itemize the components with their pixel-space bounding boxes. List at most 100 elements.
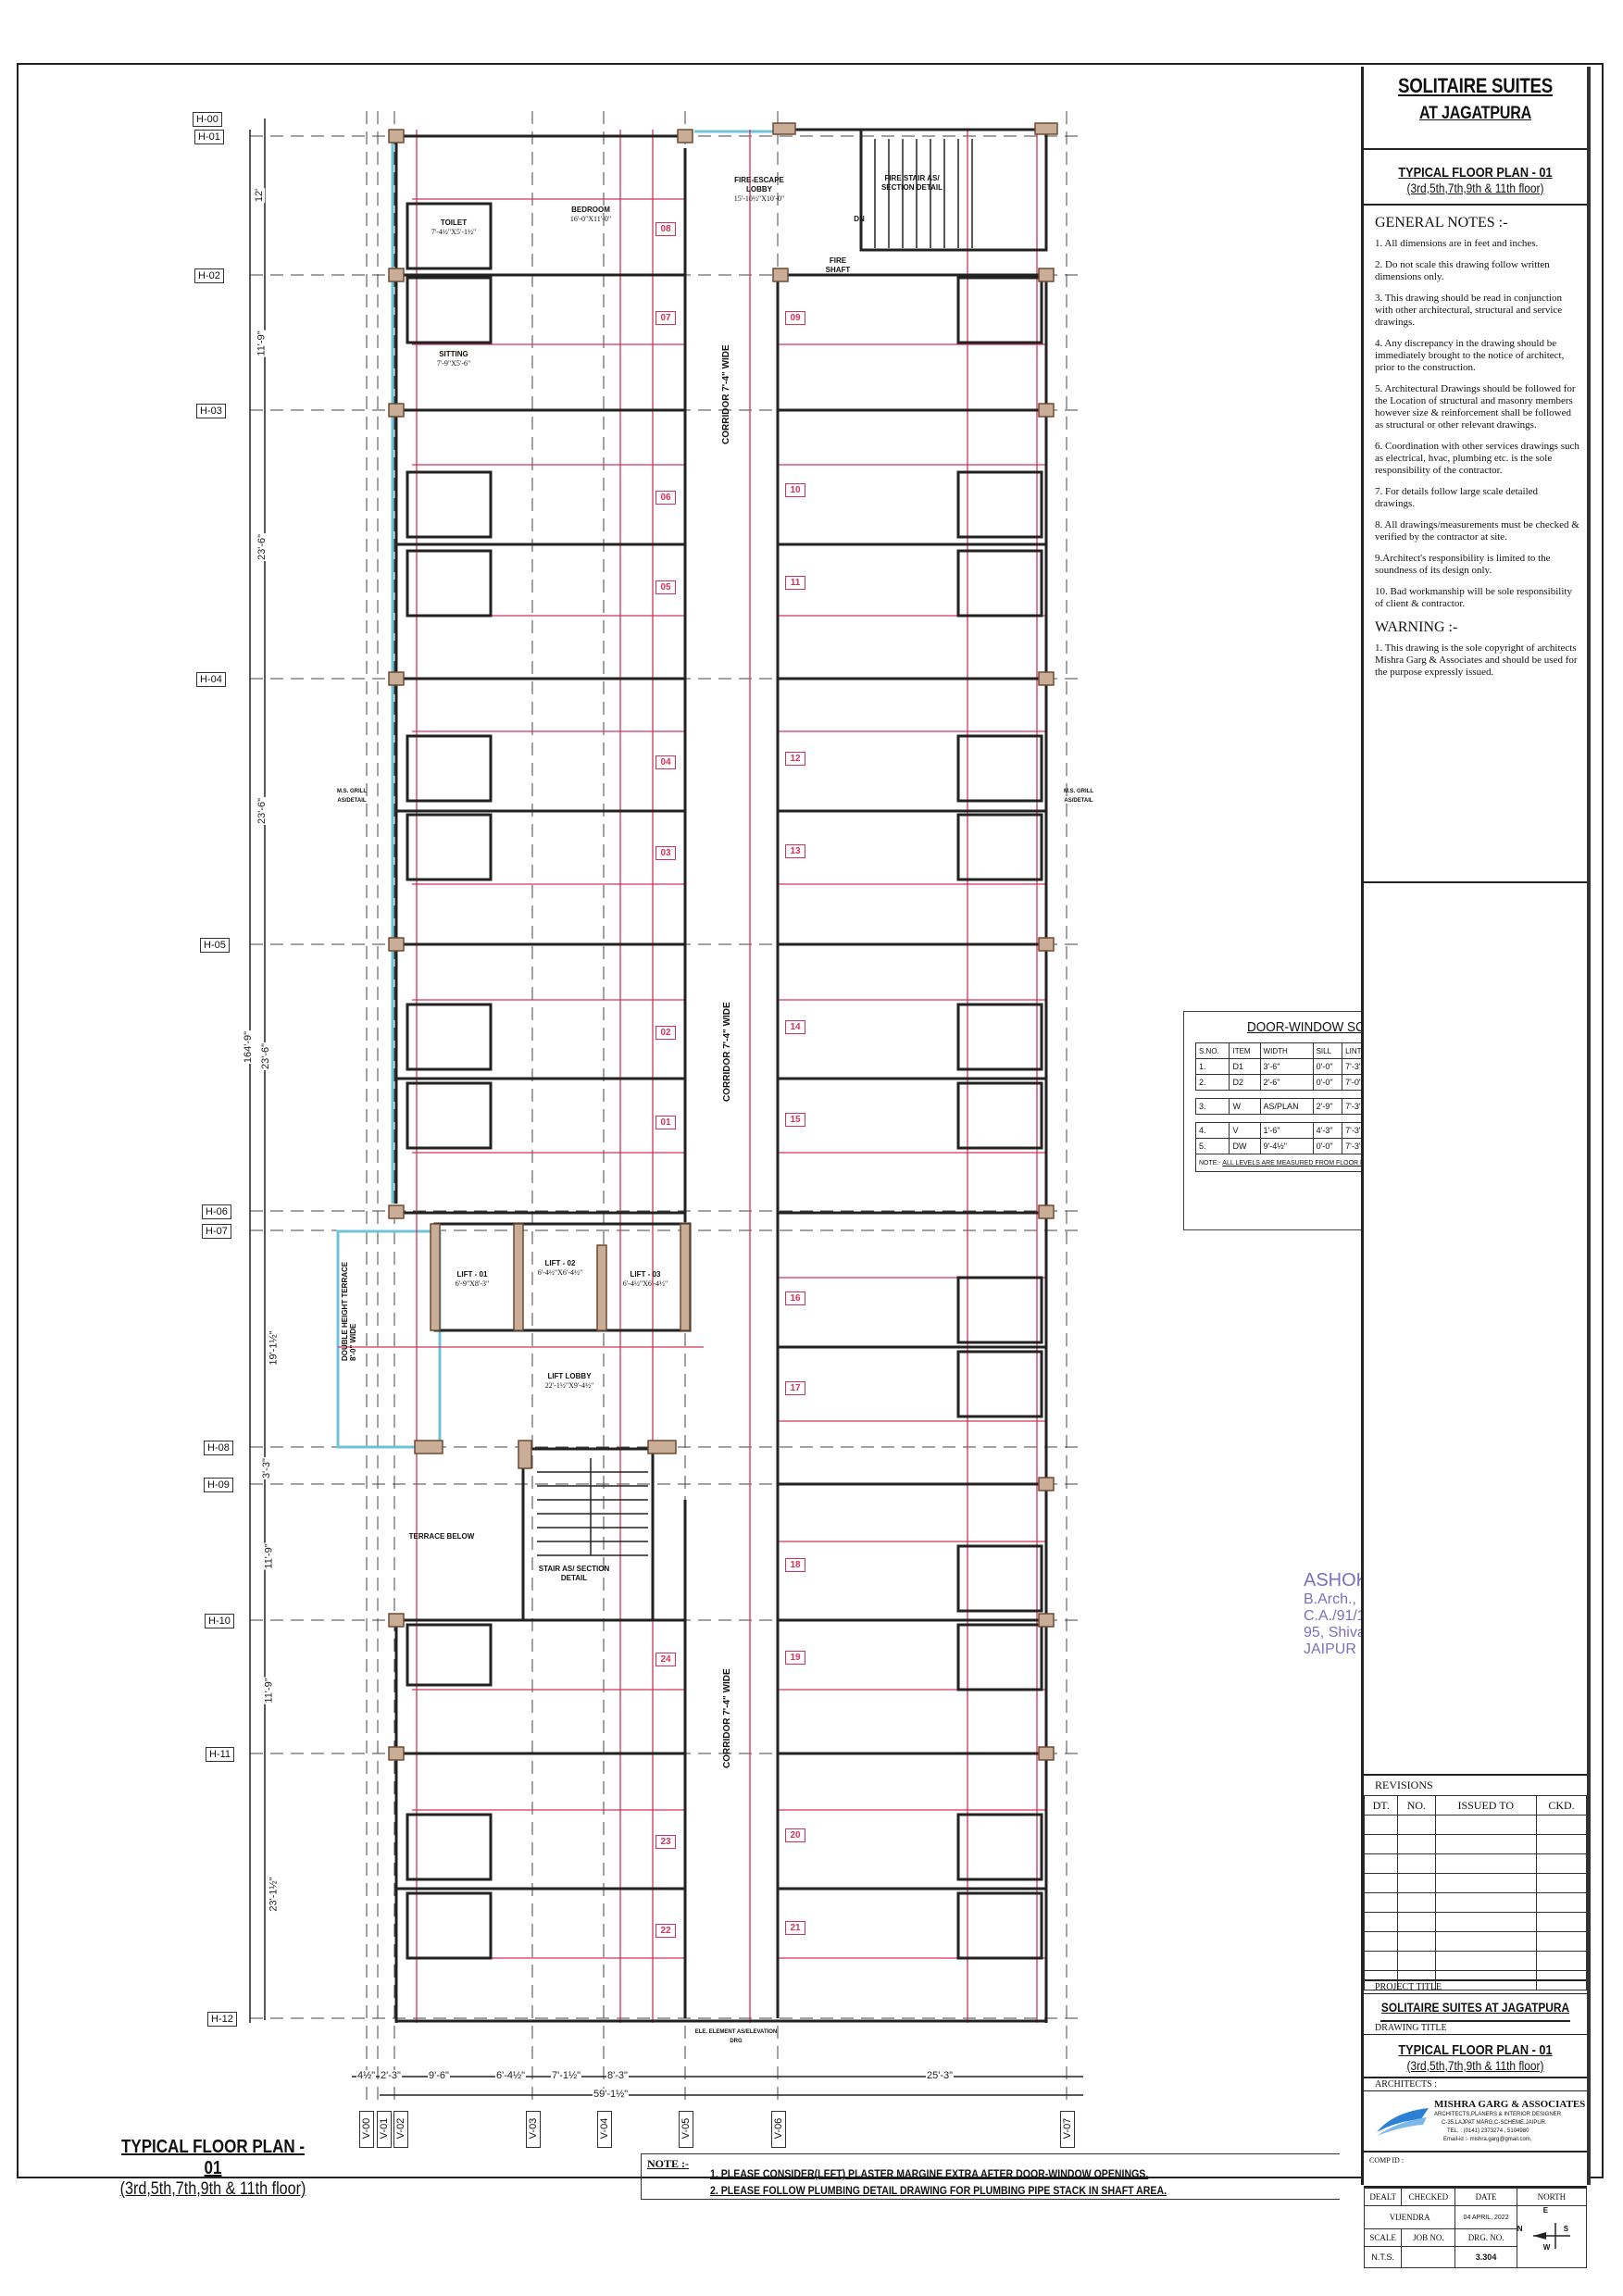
unit-number: 21 bbox=[785, 1921, 805, 1935]
grid-tag-v: V-05 bbox=[679, 2111, 693, 2148]
grid-tag-h: H-02 bbox=[194, 268, 224, 283]
architect-firm: MISHRA GARG & ASSOCIATES ARCHITECTS,PLAN… bbox=[1364, 2091, 1587, 2152]
unit-number: 12 bbox=[785, 752, 805, 766]
grid-tag-v: V-03 bbox=[526, 2111, 541, 2148]
compass-icon bbox=[1532, 2223, 1570, 2249]
drawing-title-value: TYPICAL FLOOR PLAN - 01 bbox=[1398, 2042, 1553, 2058]
grid-tag-h: H-08 bbox=[204, 1441, 233, 1455]
revisions-heading: REVISIONS bbox=[1375, 1778, 1433, 1791]
grid-tag-h: H-10 bbox=[205, 1614, 234, 1628]
general-notes-heading: GENERAL NOTES :- bbox=[1375, 215, 1508, 231]
drawing-title-block: TYPICAL FLOOR PLAN - 01 (3rd,5th,7th,9th… bbox=[1364, 2035, 1587, 2078]
firm-tagline: ARCHITECTS,PLANERS & INTERIOR DESIGNER bbox=[1434, 2112, 1562, 2117]
grill-label: M.S. GRILL AS/DETAIL bbox=[337, 789, 367, 804]
dim-v: 23'-6" bbox=[256, 796, 268, 826]
unit-number: 15 bbox=[785, 1113, 805, 1127]
bottom-note-1: 1. PLEASE CONSIDER(LEFT) PLASTER MARGINE… bbox=[710, 2167, 1149, 2180]
corridor-label-middle: CORRIDOR 7'-4" WIDE bbox=[722, 1002, 732, 1102]
title-block: SOLITAIRE SUITES AT JAGATPURA TYPICAL FL… bbox=[1361, 67, 1591, 2268]
revisions-table: REVISIONS DT. NO. ISSUED TO CKD. bbox=[1363, 1774, 1587, 1990]
floor-plan-drawing bbox=[250, 111, 1083, 2102]
drawing-floors: (3rd,5th,7th,9th & 11th floor) bbox=[1406, 181, 1544, 195]
unit-number: 13 bbox=[785, 844, 805, 858]
stamp-city: JAIPUR bbox=[1304, 1641, 1356, 1657]
unit-number: 08 bbox=[655, 222, 676, 236]
unit-number: 14 bbox=[785, 1020, 805, 1034]
note-item: 7. For details follow large scale detail… bbox=[1375, 486, 1539, 509]
plan-caption-floors: (3rd,5th,7th,9th & 11th floor) bbox=[119, 2179, 306, 2199]
unit-number: 22 bbox=[655, 1924, 676, 1938]
unit-number: 01 bbox=[655, 1116, 676, 1129]
fire-stair-label: FIRE STAIR AS/ SECTION DETAIL bbox=[880, 174, 943, 192]
note-item: 8. All drawings/measurements must be che… bbox=[1375, 519, 1579, 543]
dim-v: 12' bbox=[254, 187, 266, 204]
schedule-note: ALL LEVELS ARE MEASURED FROM FLOOR FINIS… bbox=[1222, 1159, 1405, 1167]
dim-v: 23'-1½" bbox=[268, 1876, 280, 1913]
unit-number: 19 bbox=[785, 1651, 805, 1665]
warning-item: 1. This drawing is the sole copyright of… bbox=[1375, 643, 1578, 678]
dim-v: 23'-6" bbox=[256, 532, 268, 562]
unit-number: 18 bbox=[785, 1558, 805, 1572]
unit-number: 06 bbox=[655, 491, 676, 505]
dim-v: 23'-6" bbox=[260, 1042, 272, 1071]
grid-tag-h: H-11 bbox=[206, 1747, 235, 1762]
title-block-drawing: TYPICAL FLOOR PLAN - 01 (3rd,5th,7th,9th… bbox=[1364, 150, 1587, 206]
corridor-label-lower: CORRIDOR 7'-4" WIDE bbox=[722, 1668, 732, 1768]
grill-label-right: M.S. GRILL AS/DETAIL bbox=[1064, 789, 1093, 804]
note-item: 9.Architect's responsibility is limited … bbox=[1375, 553, 1551, 576]
grid-tag-h: H-03 bbox=[196, 404, 226, 418]
unit-number: 07 bbox=[655, 311, 676, 325]
elevation-element-label: ELE. ELEMENT AS/ELEVATION DRG bbox=[694, 2029, 778, 2044]
grid-tag-h: H-04 bbox=[196, 672, 226, 687]
title-block-project: SOLITAIRE SUITES AT JAGATPURA bbox=[1364, 67, 1587, 150]
drawing-meta: DEALT CHECKED DATE NORTH VIJENDRA 04 APR… bbox=[1363, 2188, 1588, 2268]
double-height-terrace-label: DOUBLE HEIGHT TERRACE 8'-0" WIDE bbox=[341, 1261, 357, 1361]
terrace-below-label: TERRACE BELOW bbox=[408, 1532, 475, 1541]
plan-caption: TYPICAL FLOOR PLAN - 01 (3rd,5th,7th,9th… bbox=[93, 2137, 333, 2200]
project-title-label: PROJECT TITLE bbox=[1364, 1981, 1587, 1994]
north-compass: E N S W bbox=[1516, 2205, 1588, 2268]
job-value bbox=[1401, 2246, 1456, 2268]
dim-h: 9'-6" bbox=[428, 2070, 450, 2081]
unit-number: 09 bbox=[785, 311, 805, 325]
note-item: 3. This drawing should be read in conjun… bbox=[1375, 293, 1563, 328]
note-item: 10. Bad workmanship will be sole respons… bbox=[1375, 586, 1572, 609]
dim-v: 11'-9" bbox=[263, 1677, 275, 1704]
grid-tag-v: V-01 bbox=[377, 2111, 392, 2148]
project-subtitle: AT JAGATPURA bbox=[1418, 104, 1532, 123]
unit-number: 20 bbox=[785, 1828, 805, 1842]
grid-tag-v: V-04 bbox=[597, 2111, 612, 2148]
unit-number: 16 bbox=[785, 1292, 805, 1305]
dim-h: 25'-3" bbox=[926, 2070, 955, 2081]
corridor-label-upper: CORRIDOR 7'-4" WIDE bbox=[721, 344, 731, 444]
grid-tag-v: V-07 bbox=[1060, 2111, 1075, 2148]
architects-label: ARCHITECTS : bbox=[1364, 2078, 1587, 2091]
firm-address: C-35,LAJPAT MARG,C-SCHEME,JAIPUR. bbox=[1442, 2120, 1547, 2126]
date-value: 04 APRIL, 2022 bbox=[1454, 2205, 1517, 2229]
grid-tag-v: V-02 bbox=[393, 2111, 408, 2148]
dealt-value: VIJENDRA bbox=[1363, 2205, 1456, 2229]
firm-logo-icon bbox=[1377, 2108, 1429, 2136]
drawing-title-label: DRAWING TITLE bbox=[1364, 2022, 1587, 2035]
unit-number: 04 bbox=[655, 755, 676, 769]
firm-email: Email-id :- mishra.garg@gmail.com, bbox=[1443, 2137, 1532, 2142]
dim-v: 11'-9" bbox=[256, 330, 268, 357]
dim-h-total: 59'-1½" bbox=[593, 2089, 630, 2100]
dim-h: 6'-4½" bbox=[495, 2070, 527, 2081]
warning-heading: WARNING :- bbox=[1375, 619, 1458, 635]
general-notes: GENERAL NOTES :- 1. All dimensions are i… bbox=[1364, 215, 1587, 883]
bottom-note-2: 2. PLEASE FOLLOW PLUMBING DETAIL DRAWING… bbox=[710, 2184, 1167, 2197]
grid-tag-h: H-01 bbox=[194, 130, 224, 144]
scale-value: N.T.S. bbox=[1363, 2246, 1403, 2268]
dim-h: 8'-3" bbox=[606, 2070, 629, 2081]
unit-number: 02 bbox=[655, 1026, 676, 1040]
stair-label: STAIR AS/ SECTION DETAIL bbox=[538, 1565, 610, 1582]
note-item: 4. Any discrepancy in the drawing should… bbox=[1375, 338, 1565, 373]
note-item: 5. Architectural Drawings should be foll… bbox=[1375, 383, 1576, 430]
title-block-blank bbox=[1364, 883, 1587, 1774]
